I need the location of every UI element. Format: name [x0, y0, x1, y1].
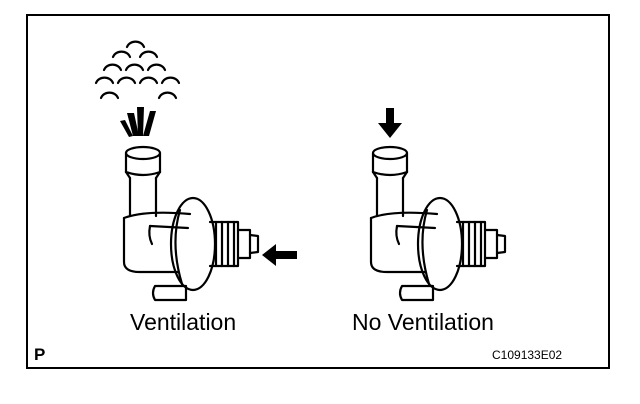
- arrow-down-icon: [378, 108, 402, 138]
- airflow-cloud-icon: [94, 40, 181, 100]
- figure-frame: [26, 14, 610, 369]
- corner-mark: P: [34, 345, 46, 364]
- caption-no-ventilation: No Ventilation: [352, 309, 494, 335]
- figure-code: C109133E02: [492, 348, 563, 362]
- caption-ventilation: Ventilation: [130, 309, 237, 335]
- arrow-left-icon: [262, 244, 297, 266]
- pcv-valve-right: [369, 145, 507, 302]
- air-jet-icon: [120, 107, 156, 137]
- pcv-valve-left: [122, 145, 260, 302]
